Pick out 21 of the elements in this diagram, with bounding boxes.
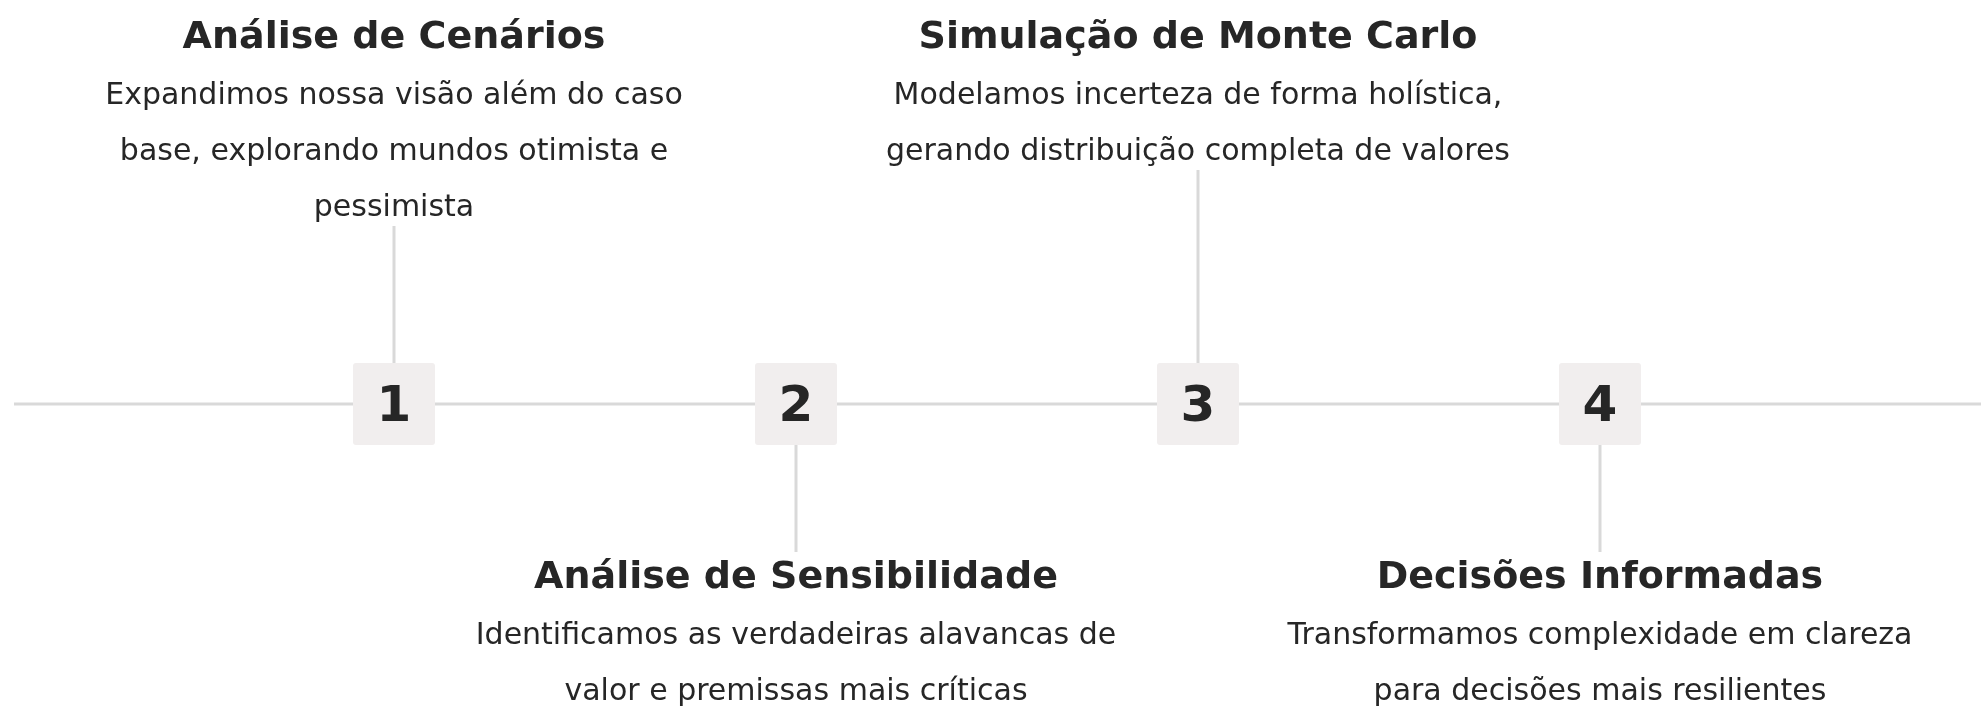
step-title: Decisões Informadas <box>1376 552 1824 598</box>
number-badge: 1 <box>353 363 435 445</box>
step-description: Identificamos as verdadeiras alavancas de valor e premissas mais críticas <box>474 615 1118 709</box>
leader-line <box>392 226 396 363</box>
step-description: Transformamos complexidade em clareza para decisões mais resilientes <box>1286 615 1914 709</box>
timeline-line <box>435 402 755 406</box>
step-description: Expandimos nossa visão além do caso base, explorando mundos otimista e pessimista <box>104 75 684 225</box>
step-title: Simulação de Monte Carlo <box>918 12 1478 58</box>
leader-line <box>1196 170 1200 363</box>
leader-line <box>1598 445 1602 552</box>
number-badge: 3 <box>1157 363 1239 445</box>
timeline-line <box>14 402 353 406</box>
timeline-line <box>837 402 1157 406</box>
step-title: Análise de Cenários <box>182 12 606 58</box>
number-badge: 2 <box>755 363 837 445</box>
timeline-line <box>1239 402 1559 406</box>
step-title: Análise de Sensibilidade <box>534 552 1058 598</box>
leader-line <box>794 445 798 552</box>
timeline-line <box>1641 402 1981 406</box>
step-description: Modelamos incerteza de forma holística, gerando distribuição completa de valores <box>885 75 1511 169</box>
number-badge: 4 <box>1559 363 1641 445</box>
